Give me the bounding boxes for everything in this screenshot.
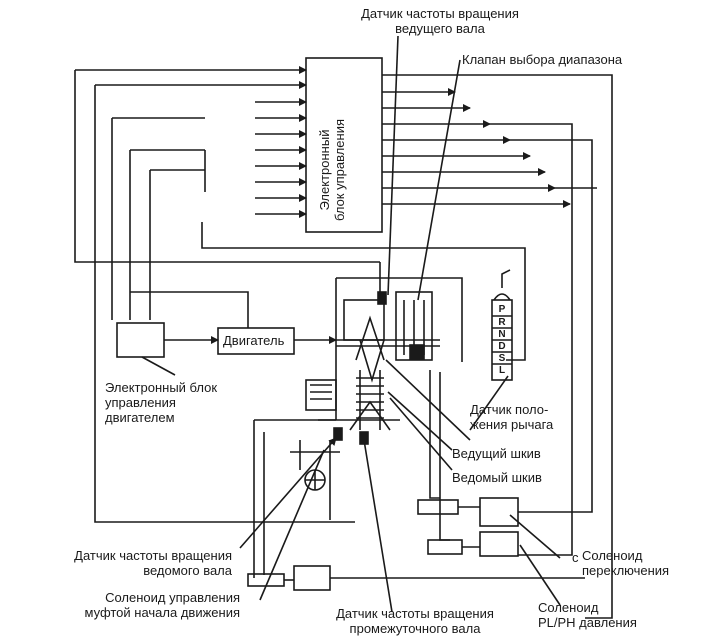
selector-r: R xyxy=(498,317,506,328)
clutch-solenoid-label: Соленоид управления муфтой начала движен… xyxy=(84,590,240,620)
selector-s: S xyxy=(498,353,506,364)
output-shaft-sensor-label: Датчик частоты вращения ведомого вала xyxy=(74,548,232,578)
solenoid-marker: с xyxy=(572,550,579,565)
shift-solenoid-label: Соленоид переключения xyxy=(582,548,670,578)
engine-ecu-label: Электронный блок управления двигателем xyxy=(105,380,218,425)
tcu-label: Электронный блок управления xyxy=(317,118,347,222)
shift-solenoid-box xyxy=(479,497,519,527)
selector-p: P xyxy=(498,304,506,315)
input-shaft-sensor-label: Датчик частоты вращения ведущего вала xyxy=(361,6,519,36)
engine-ecu-box xyxy=(116,322,165,358)
tcu-box xyxy=(305,57,383,233)
intermediate-shaft-sensor-label: Датчик частоты вращения промежуточного в… xyxy=(336,606,494,636)
selector-d: D xyxy=(498,341,506,352)
range-valve-label: Клапан выбора диапазона xyxy=(462,52,623,67)
drive-pulley-label: Ведущий шкив xyxy=(452,446,541,461)
selector-l: L xyxy=(498,365,506,376)
lever-position-sensor-label: Датчик поло- жения рычага xyxy=(470,402,554,432)
selector-n: N xyxy=(498,329,506,340)
pressure-solenoid-box xyxy=(479,531,519,557)
engine-label: Двигатель xyxy=(223,333,285,348)
driven-pulley-label: Ведомый шкив xyxy=(452,470,542,485)
pressure-solenoid-label: Соленоид PL/PH давления xyxy=(538,600,637,630)
